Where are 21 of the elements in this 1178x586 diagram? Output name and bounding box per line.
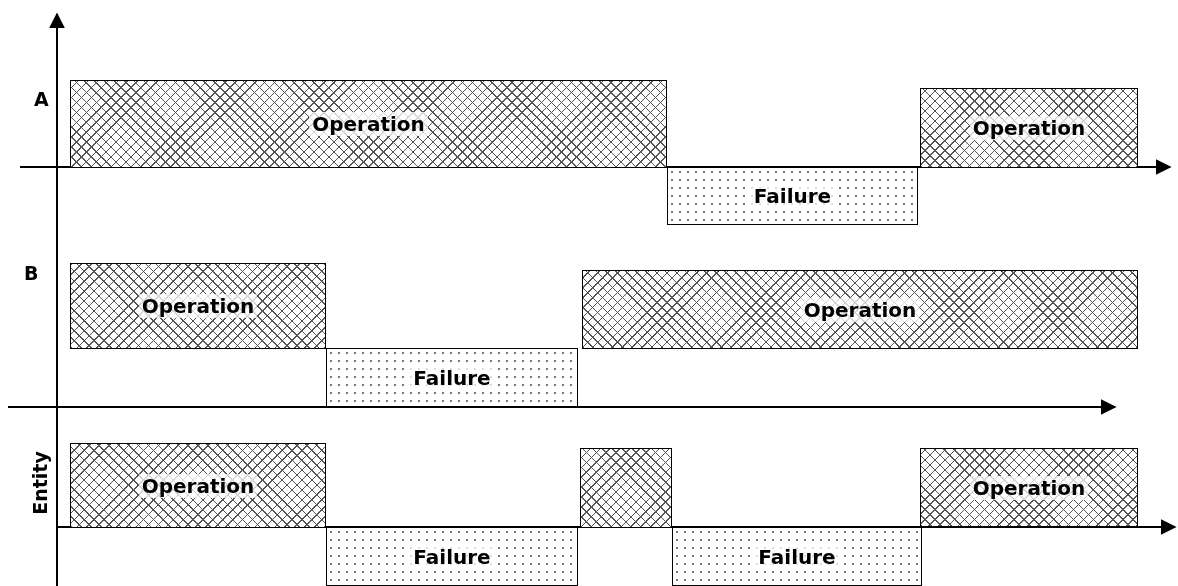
dotted-bar (672, 527, 922, 586)
hatched-bar (70, 263, 326, 349)
state-label: Operation (138, 473, 258, 498)
dotted-bar (667, 167, 918, 225)
axis-label: Entity (28, 451, 51, 515)
state-label: Operation (969, 475, 1089, 500)
row-label: A (34, 88, 49, 110)
dotted-bar (326, 527, 578, 586)
hatched-bar (580, 448, 672, 528)
dotted-bar (326, 348, 578, 407)
state-label: Operation (969, 116, 1089, 140)
state-label: Operation (309, 112, 428, 136)
state-label: Operation (800, 297, 920, 322)
row-label: B (24, 262, 39, 284)
state-label: Operation (138, 294, 258, 318)
hatched-bar (920, 88, 1138, 168)
state-label: Failure (750, 184, 835, 208)
hatched-bar (582, 270, 1138, 349)
hatched-bar (70, 80, 667, 168)
hatched-bar (70, 443, 326, 528)
hatched-bar (920, 448, 1138, 527)
